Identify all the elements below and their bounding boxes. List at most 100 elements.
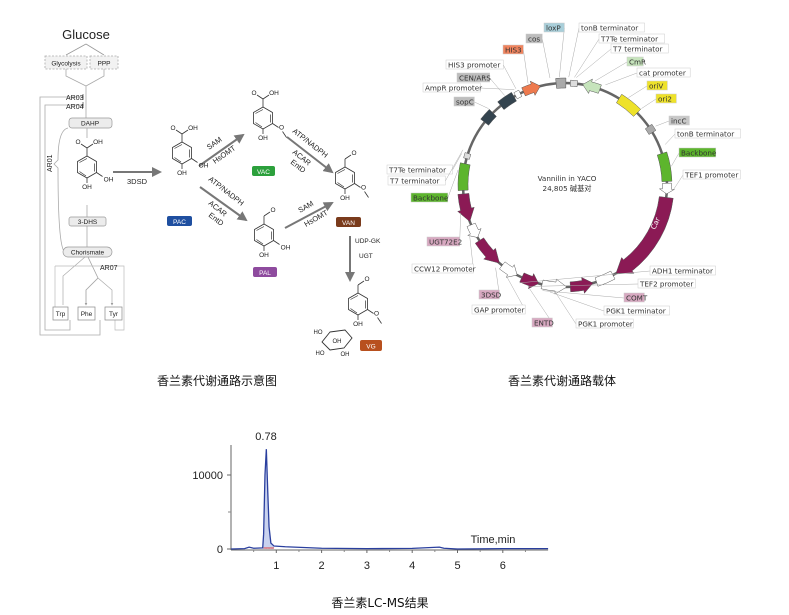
label-leader-line xyxy=(527,286,553,324)
arrow-pac-pal xyxy=(199,186,248,222)
dhs-atom-label: OH xyxy=(93,139,103,146)
badge-vac-bg xyxy=(252,166,275,176)
feature-label-box xyxy=(649,265,716,276)
chorismate-box xyxy=(62,246,113,258)
dhs-box xyxy=(68,216,107,227)
x-tick-label: 5 xyxy=(454,560,460,572)
badge-van-label: VAN xyxy=(342,220,355,227)
vac-atom-label: O xyxy=(251,90,256,97)
oriv-ori2-feature xyxy=(616,93,642,117)
feature-label: cos xyxy=(528,35,540,44)
label-leader-line xyxy=(605,72,638,86)
vg-methyl-bond xyxy=(377,317,382,324)
pac-double-bonds xyxy=(174,144,190,163)
badge-pal-bg xyxy=(253,267,277,277)
y-tick-label: 10000 xyxy=(192,470,223,482)
ampr-promoter-feature xyxy=(513,89,523,100)
feature-label: CmR xyxy=(629,58,646,67)
plasmid-caption: 香兰素代谢通路载体 xyxy=(508,373,616,388)
y-tick-label: 0 xyxy=(217,544,223,556)
label-leader-line xyxy=(505,275,526,311)
feature-label-box xyxy=(387,175,446,186)
vac-double-bonds xyxy=(255,109,271,128)
badge-vac-label: VAC xyxy=(257,169,270,176)
label-leader-line xyxy=(559,27,565,78)
label-leader-line xyxy=(480,87,515,90)
feature-label: tonB terminator xyxy=(581,24,638,33)
glucose-oh-label: OH xyxy=(333,339,342,345)
gap-promoter-feature xyxy=(499,261,518,278)
feature-label-box xyxy=(386,164,453,175)
feature-label: Backbone xyxy=(413,194,449,203)
van-methyl-bond xyxy=(364,191,369,198)
backbone-left-feature xyxy=(457,162,471,191)
badge-pal: PAL xyxy=(253,267,277,277)
feature-label: HIS3 xyxy=(505,46,522,55)
feature-label-box xyxy=(525,33,543,44)
ar04-label: AR04 xyxy=(66,104,84,111)
feature-label-box xyxy=(646,80,668,91)
vg-atom-label: O xyxy=(374,311,379,318)
van-atom-label: OH xyxy=(340,195,350,202)
feature-label-box xyxy=(678,147,717,158)
badge-vg: VG xyxy=(360,340,382,351)
label-leader-line xyxy=(568,27,580,78)
feature-label: HIS3 promoter xyxy=(448,61,500,70)
feature-label: 3DSD xyxy=(481,291,502,300)
label-leader-line xyxy=(469,235,474,270)
label-leader-line xyxy=(447,169,459,199)
feature-label: loxP xyxy=(546,24,561,33)
pal-atom-label: OH xyxy=(259,252,269,259)
label-sam-1: SAM xyxy=(205,135,223,152)
tyr-label: Tyr xyxy=(109,311,119,318)
phe-box xyxy=(77,306,96,321)
label-leader-line xyxy=(474,101,489,109)
feature-label: T7Te terminator xyxy=(388,166,446,175)
glucose-oh-label: OH xyxy=(341,352,350,358)
glucose-oh-label: HO xyxy=(316,351,325,357)
pal-double-bonds xyxy=(256,226,272,245)
feature-label: T7 terminator xyxy=(389,177,439,186)
feature-label: PGK1 terminator xyxy=(606,307,666,316)
cmr-feature xyxy=(582,78,602,95)
vg-atom-label: OH xyxy=(353,321,363,328)
feature-label-box xyxy=(543,22,565,33)
adh1-tef2-feature xyxy=(594,270,616,287)
vac-bond xyxy=(272,123,279,128)
feature-label: ADH1 terminator xyxy=(652,267,713,276)
dhs-ring xyxy=(77,155,97,179)
feature-label-box xyxy=(453,96,475,107)
feature-label-box xyxy=(410,192,449,203)
feature-label-box xyxy=(655,93,677,104)
badge-vg-label: VG xyxy=(366,344,375,351)
chart-caption: 香兰素LC-MS结果 xyxy=(331,596,428,610)
feature-label-box xyxy=(422,82,481,93)
feature-label-box xyxy=(478,289,500,300)
feature-label-box xyxy=(674,128,741,139)
vg-double-bonds xyxy=(350,295,366,314)
label-leader-line xyxy=(452,153,462,171)
pathway-caption: 香兰素代谢通路示意图 xyxy=(157,373,277,388)
glucose-label: Glucose xyxy=(62,27,110,42)
pac-bond xyxy=(191,158,198,163)
van-double-bonds xyxy=(337,169,353,188)
loxp-cos-feature xyxy=(555,77,567,89)
tyr-box xyxy=(104,306,123,321)
feature-label: PGK1 promoter xyxy=(578,320,633,329)
feature-label-box xyxy=(668,115,690,126)
feature-label-box xyxy=(456,72,490,83)
label-sam-2: SAM xyxy=(297,199,316,215)
feature-label-box xyxy=(531,317,553,328)
feature-label: CEN/ARS xyxy=(459,74,491,83)
vac-ring xyxy=(253,106,273,130)
x-tick-label: 1 xyxy=(273,560,279,572)
feature-label-box xyxy=(411,263,474,274)
van-atom-label: O xyxy=(361,185,366,192)
